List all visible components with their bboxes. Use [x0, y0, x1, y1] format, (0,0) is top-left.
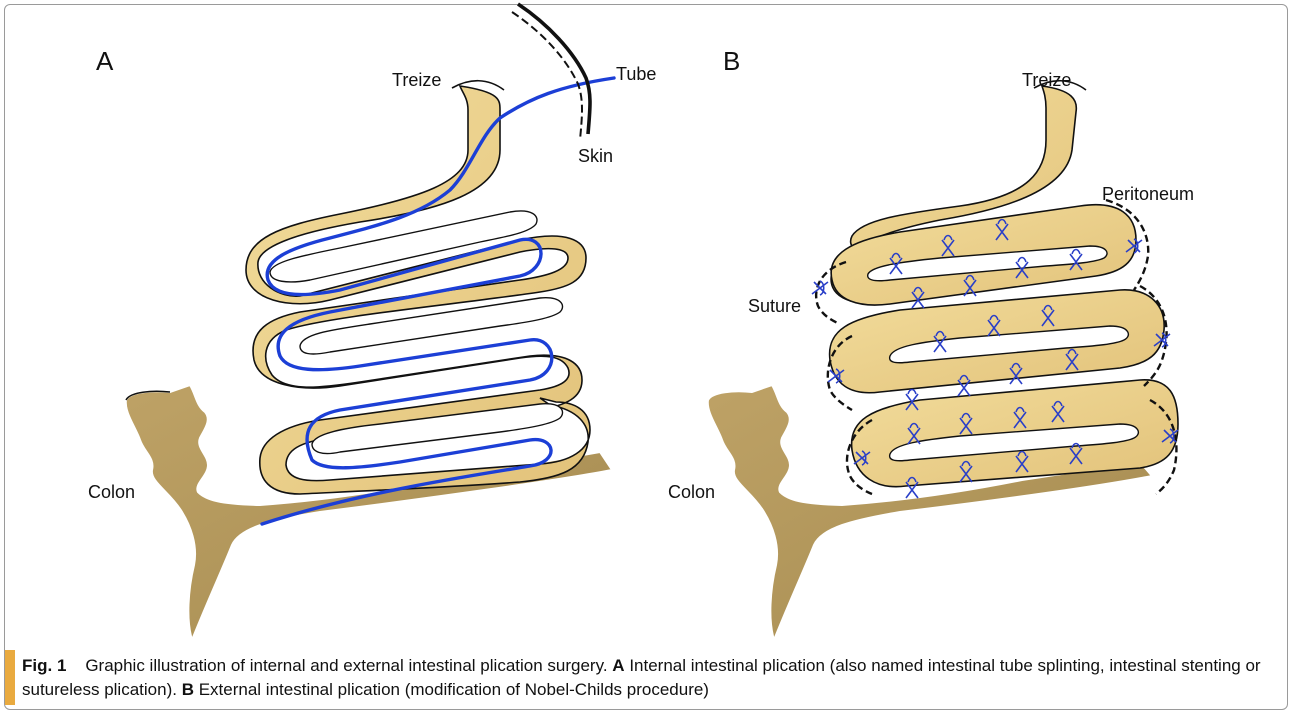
panel-b: B Peritoneum Treize Suture Colon [668, 46, 1194, 640]
label-colon-b: Colon [668, 482, 715, 502]
caption-b-text: External intestinal plication (modificat… [199, 680, 709, 699]
label-treize-b: Treize [1022, 70, 1071, 90]
caption-intro: Graphic illustration of internal and ext… [85, 656, 607, 675]
plication-illustration: A Treize Tube Skin Colon B [0, 0, 1293, 650]
panel-a: A Treize Tube Skin Colon [88, 4, 656, 640]
label-treize-a: Treize [392, 70, 441, 90]
caption-a-label: A [612, 656, 624, 675]
caption-fig-label: Fig. 1 [22, 656, 66, 675]
label-colon-a: Colon [88, 482, 135, 502]
figure-caption: Fig. 1 Graphic illustration of internal … [22, 654, 1277, 702]
panel-a-letter: A [96, 46, 114, 76]
caption-b-label: B [182, 680, 194, 699]
label-peritoneum: Peritoneum [1102, 184, 1194, 204]
caption-accent-bar [5, 650, 15, 705]
panel-b-letter: B [723, 46, 740, 76]
skin-line [512, 4, 590, 140]
label-skin: Skin [578, 146, 613, 166]
label-suture: Suture [748, 296, 801, 316]
label-tube: Tube [616, 64, 656, 84]
